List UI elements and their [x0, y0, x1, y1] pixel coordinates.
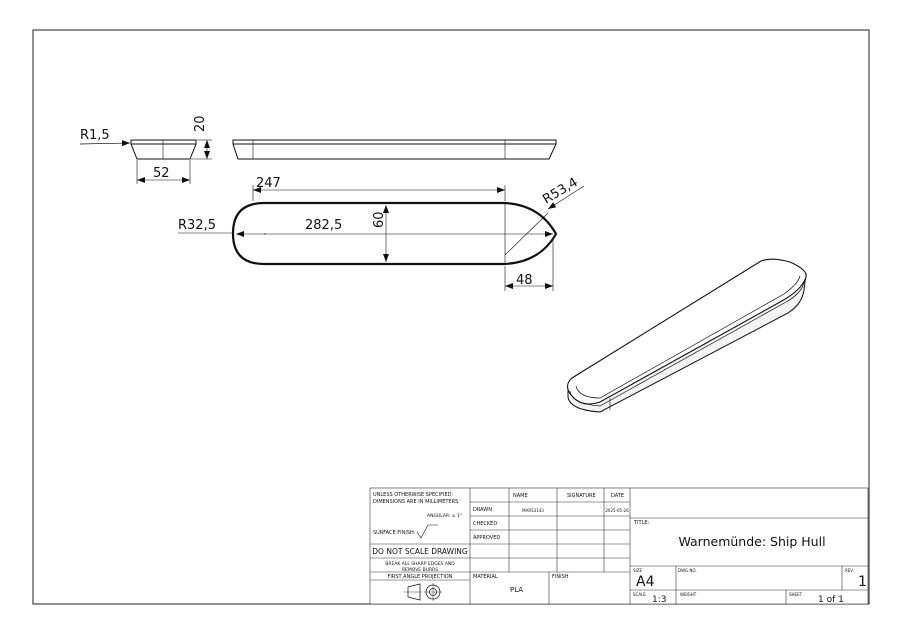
tolerance-note-2: DIMENSIONS ARE IN MILLIMETERS — [373, 499, 458, 505]
bow-radius-dimension — [547, 185, 585, 210]
col-date-header: DATE — [611, 493, 624, 499]
scale-label: SCALE — [633, 592, 646, 597]
size-value: A4 — [636, 574, 655, 590]
title-block — [369, 487, 869, 605]
straight-length-dimension — [252, 185, 506, 201]
top-view — [231, 201, 558, 266]
end-width-label: 52 — [153, 166, 170, 181]
bow-radius-label: R53,4 — [540, 175, 580, 207]
end-view — [130, 139, 197, 160]
stern-radius-label: R32,5 — [178, 218, 216, 233]
material-value: PLA — [510, 586, 523, 594]
surface-finish-symbol — [416, 524, 438, 539]
no-scale-note: DO NOT SCALE DRAWING — [372, 547, 468, 556]
row-checked-label: CHECKED — [473, 521, 497, 527]
fillet-radius-label: R1,5 — [80, 128, 110, 143]
bow-length-label: 48 — [516, 273, 533, 288]
overall-length-dimension — [178, 231, 553, 237]
isometric-view — [566, 258, 807, 413]
side-view — [232, 139, 557, 160]
row-drawn-label: DRAWN — [473, 507, 492, 513]
drawn-name: MARS3143 — [522, 508, 544, 513]
title-block-text: UNLESS OTHERWISE SPECIFIED: DIMENSIONS A… — [372, 492, 867, 605]
drawing-title: Warnemünde: Ship Hull — [678, 534, 825, 549]
beam-label: 60 — [372, 211, 387, 228]
title-label: TITLE: — [633, 520, 650, 526]
bow-length-dimension — [504, 238, 554, 291]
rev-value: 1 — [858, 574, 867, 590]
height-label: 20 — [193, 115, 208, 132]
col-name-header: NAME — [513, 493, 528, 499]
height-dimension — [191, 139, 212, 160]
material-label: MATERIAL — [473, 574, 498, 580]
weight-label: WEIGHT — [680, 592, 697, 597]
projection-symbol — [404, 583, 442, 601]
surface-finish-label: SURFACE FINISH: — [373, 530, 416, 536]
sheet-value: 1 of 1 — [818, 595, 844, 605]
fillet-radius-dimension: R1,5 — [79, 128, 131, 147]
break-edges-note-1: BREAK ALL SHARP EDGES AND — [385, 561, 455, 567]
size-label: SIZE — [633, 568, 642, 573]
angular-tolerance: ANGULAR: ± 1° — [427, 513, 462, 519]
rev-label: REV — [845, 568, 853, 573]
drawn-date: 2025-05-26 — [605, 508, 629, 513]
straight-length-label: 247 — [256, 176, 281, 191]
overall-length-label: 282,5 — [305, 218, 342, 233]
col-signature-header: SIGNATURE — [567, 493, 596, 499]
break-edges-note-2: REMOVE BURRS — [402, 567, 438, 573]
row-approved-label: APPROVED — [473, 535, 500, 541]
end-width-dimension — [136, 160, 191, 184]
scale-value: 1:3 — [652, 595, 666, 605]
projection-label: FIRST ANGLE PROJECTION — [388, 574, 453, 580]
finish-label: FINISH — [552, 574, 569, 580]
tolerance-note-1: UNLESS OTHERWISE SPECIFIED: — [373, 492, 453, 498]
sheet-label: SHEET — [789, 592, 803, 597]
dwg-no-label: DWG NO. — [678, 568, 697, 573]
